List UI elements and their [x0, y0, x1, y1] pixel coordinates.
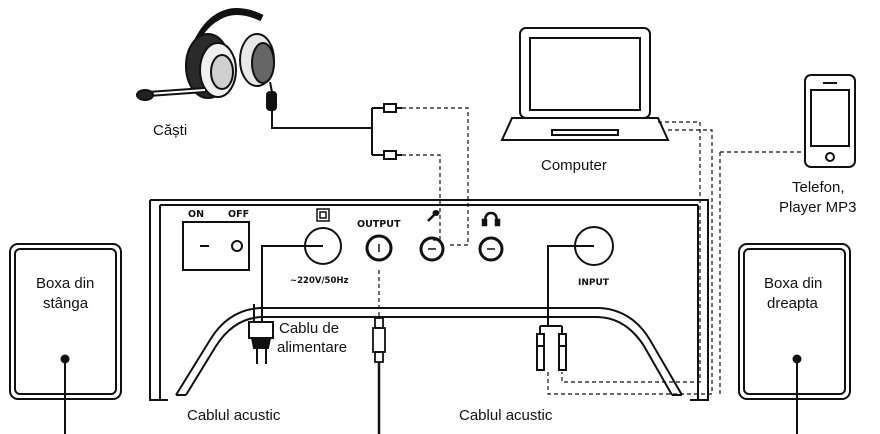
left-speaker — [9, 243, 122, 434]
right-speaker-label-line1: Boxa din — [764, 275, 822, 292]
microphone-icon — [427, 210, 440, 222]
square-icon — [316, 208, 330, 222]
headset-illustration — [136, 8, 372, 129]
headphones-icon — [481, 211, 501, 227]
voltage-label: ~220V/50Hz — [290, 276, 348, 286]
input-cable — [536, 245, 594, 371]
microphone-jack[interactable] — [419, 236, 445, 262]
splitter-cable — [371, 103, 402, 160]
input-label: INPUT — [578, 278, 610, 288]
power-switch[interactable] — [182, 221, 250, 271]
output-jack[interactable] — [365, 234, 393, 262]
output-cable — [372, 270, 386, 434]
power-cable — [248, 245, 323, 364]
right-speaker — [738, 243, 851, 434]
left-speaker-label-line1: Boxa din — [36, 275, 94, 292]
input-dashed-cables — [547, 121, 805, 395]
headphones-label: Căști — [153, 122, 187, 139]
left-speaker-label-line2: stânga — [43, 295, 89, 312]
phone-illustration — [804, 74, 856, 168]
on-label: ON — [188, 209, 204, 220]
power-cable-label-line1: Cablu de — [279, 320, 339, 337]
laptop-illustration — [500, 27, 670, 141]
phone-label-line2: Player MP3 — [779, 199, 857, 216]
acoustic-cable-label-right: Cablul acustic — [459, 407, 553, 424]
output-label: OUTPUT — [357, 219, 401, 230]
amplifier-body — [149, 199, 709, 401]
right-speaker-label-line2: dreapta — [767, 295, 819, 312]
power-cable-label-line2: alimentare — [277, 339, 347, 356]
headphones-jack[interactable] — [478, 236, 504, 262]
headset-dashed-cables — [402, 107, 469, 246]
computer-label: Computer — [541, 157, 607, 174]
phone-label-line1: Telefon, — [792, 179, 845, 196]
off-label: OFF — [228, 209, 249, 220]
acoustic-cable-label-left: Cablul acustic — [187, 407, 281, 424]
